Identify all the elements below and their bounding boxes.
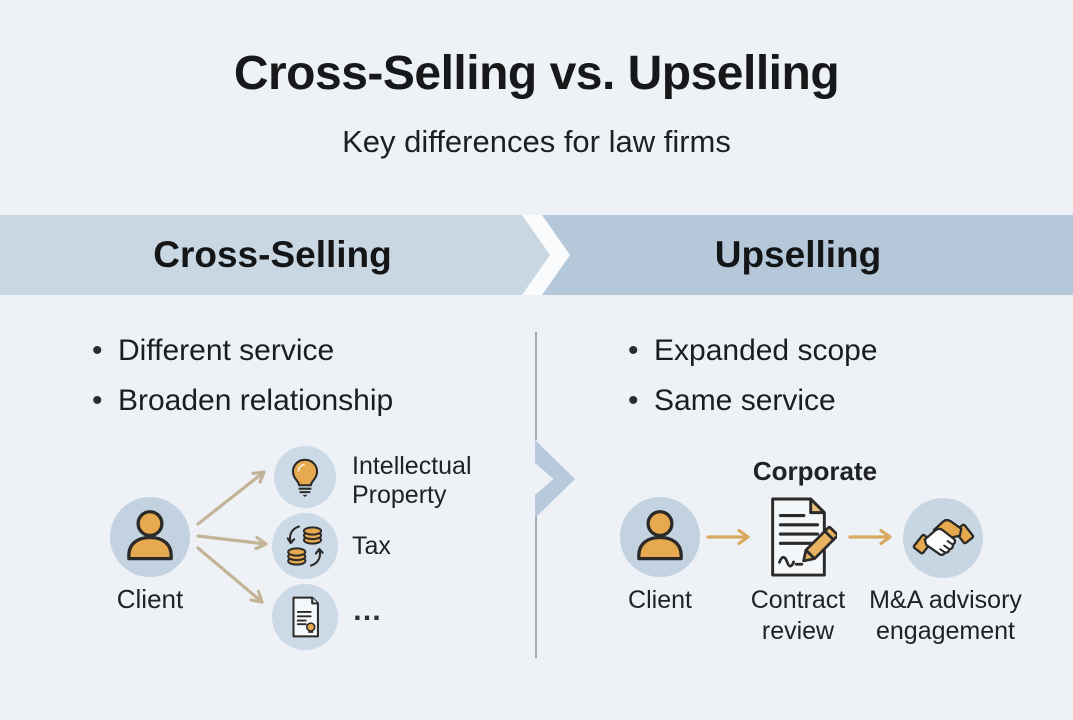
lightbulb-icon xyxy=(283,455,327,499)
step-label: M&A advisory engagement xyxy=(869,586,1022,645)
banner-left-band xyxy=(0,215,550,295)
chevron-right-icon xyxy=(535,440,575,518)
client-avatar xyxy=(620,497,700,577)
other-services-badge xyxy=(272,584,338,650)
banner-right-label: Upselling xyxy=(714,234,882,275)
client-label: Client xyxy=(116,584,184,614)
divider-line-bottom xyxy=(535,516,537,658)
intellectual-property-badge xyxy=(274,446,336,508)
list-item: • Broaden relationship xyxy=(92,376,393,426)
banner-left-label: Cross-Selling xyxy=(153,234,392,275)
list-item: • Same service xyxy=(628,376,878,426)
step-label: Client xyxy=(628,586,692,614)
step-label: Contract review xyxy=(750,586,846,645)
document-icon xyxy=(282,594,328,640)
page-subtitle: Key differences for law firms xyxy=(342,124,731,159)
divider-line-top xyxy=(535,332,537,440)
bullet-icon: • xyxy=(628,384,639,417)
list-item: • Different service xyxy=(92,326,393,376)
fan-arrows-icon xyxy=(196,470,268,604)
category-label: Corporate xyxy=(752,456,878,486)
contract-review-badge xyxy=(759,494,837,580)
person-icon xyxy=(627,504,693,570)
banner-right-band xyxy=(542,215,1073,295)
coins-exchange-icon xyxy=(281,522,329,570)
bullet-text: Expanded scope xyxy=(654,334,878,367)
bullet-text: Broaden relationship xyxy=(118,384,394,417)
bullet-text: Different service xyxy=(118,334,335,367)
handshake-icon xyxy=(911,513,975,563)
arrow-right-icon xyxy=(848,528,892,546)
page-title: Cross-Selling vs. Upselling xyxy=(233,47,840,100)
tax-badge xyxy=(272,513,338,579)
service-label: … xyxy=(352,594,384,627)
mna-advisory-badge xyxy=(903,498,983,578)
list-item: • Expanded scope xyxy=(628,326,878,376)
person-icon xyxy=(117,504,183,570)
service-label: Tax xyxy=(352,532,391,560)
bullet-icon: • xyxy=(92,384,103,417)
arrow-right-icon xyxy=(706,528,750,546)
client-avatar xyxy=(110,497,190,577)
banner: Cross-Selling Upselling xyxy=(0,215,1073,295)
service-label: Intellectual Property xyxy=(352,452,472,509)
bullet-icon: • xyxy=(628,334,639,367)
cross-selling-bullet-list: • Different service • Broaden relationsh… xyxy=(92,326,393,426)
upselling-bullet-list: • Expanded scope • Same service xyxy=(628,326,878,426)
bullet-icon: • xyxy=(92,334,103,367)
bullet-text: Same service xyxy=(654,384,836,417)
contract-signing-icon xyxy=(759,494,837,580)
